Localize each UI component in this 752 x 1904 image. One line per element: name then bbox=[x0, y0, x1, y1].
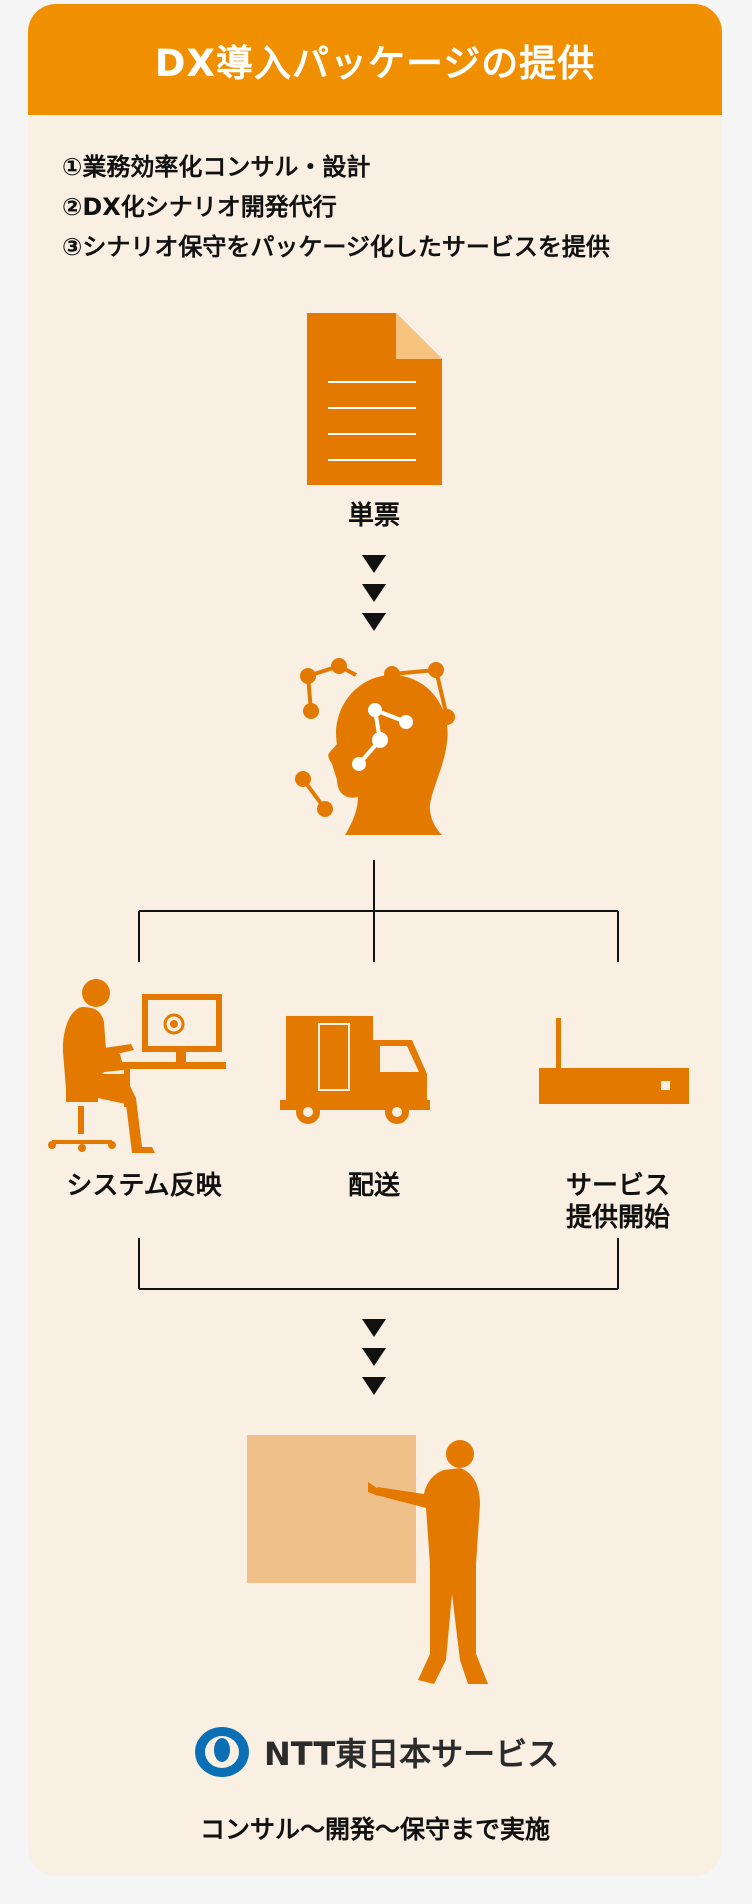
merge-connector bbox=[138, 1238, 619, 1290]
truck-icon bbox=[280, 1016, 430, 1124]
intro-item-consulting: ①業務効率化コンサル・設計 bbox=[62, 153, 371, 181]
computer-worker-icon bbox=[48, 979, 226, 1153]
branch-connector bbox=[138, 860, 619, 962]
flow-diagram bbox=[48, 313, 689, 1777]
intro-list: ①業務効率化コンサル・設計 ②DX化シナリオ開発代行 ③シナリオ保守をパッケージ… bbox=[62, 147, 702, 267]
dx-package-card: DX導入パッケージの提供 ①業務効率化コンサル・設計 ②DX化シナリオ開発代行 … bbox=[28, 4, 722, 1876]
router-icon bbox=[539, 1018, 689, 1104]
delivery-label: 配送 bbox=[347, 1171, 400, 1201]
arrow-down-icon bbox=[362, 1319, 386, 1395]
system-label: システム反映 bbox=[66, 1171, 222, 1201]
service-label-line-2: 提供開始 bbox=[565, 1203, 670, 1233]
card-title: DX導入パッケージの提供 bbox=[154, 41, 596, 85]
footer-caption: コンサル〜開発〜保守まで実施 bbox=[199, 1815, 550, 1844]
brand-name: NTT東日本サービス bbox=[264, 1735, 560, 1773]
intro-item-development: ②DX化シナリオ開発代行 bbox=[62, 193, 337, 221]
service-label-line-1: サービス bbox=[565, 1171, 670, 1201]
card-header: DX導入パッケージの提供 bbox=[28, 4, 722, 115]
arrow-down-icon bbox=[362, 555, 386, 631]
document-label: 単票 bbox=[347, 501, 400, 531]
intro-item-maintenance: ③シナリオ保守をパッケージ化したサービスを提供 bbox=[62, 233, 610, 261]
ntt-logo: NTT東日本サービス bbox=[196, 1722, 559, 1782]
ai-head-icon bbox=[295, 658, 455, 835]
service-label: サービス 提供開始 bbox=[548, 1170, 688, 1234]
ntt-logo-icon bbox=[195, 1727, 249, 1777]
presenter-icon bbox=[247, 1435, 488, 1684]
document-icon bbox=[307, 313, 442, 485]
